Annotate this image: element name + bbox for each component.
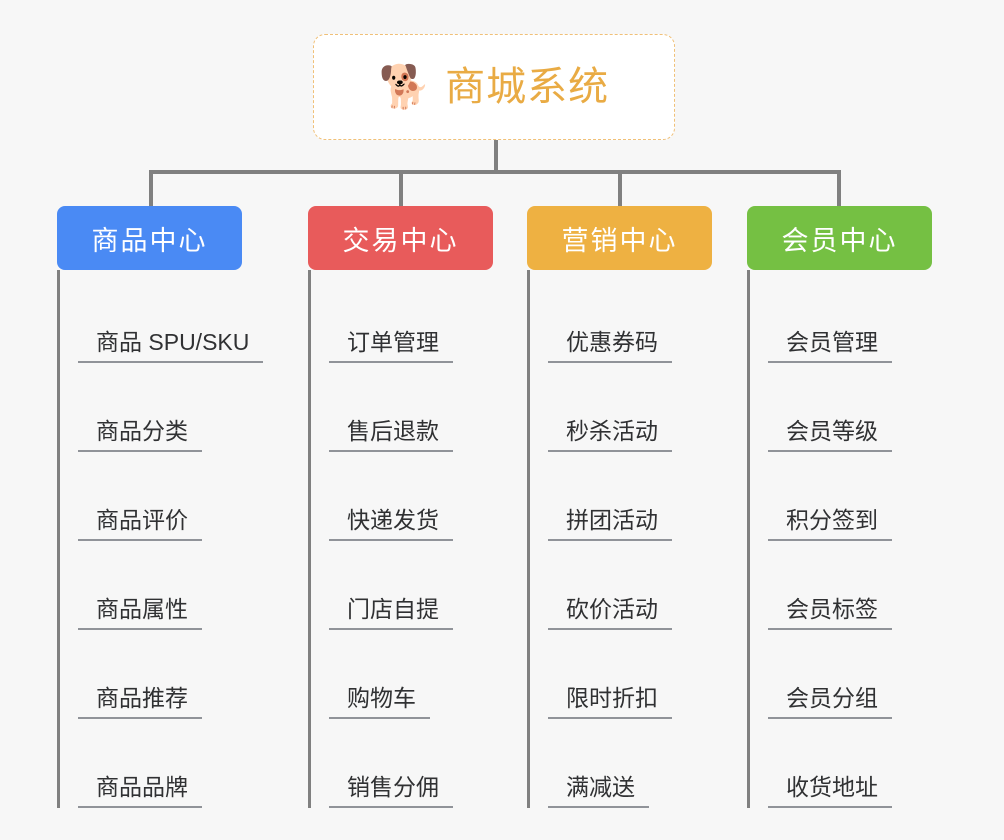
list-item-label: 商品推荐	[78, 685, 202, 719]
category-header-label: 会员中心	[781, 225, 898, 256]
list-item-label: 拼团活动	[548, 507, 672, 541]
list-item[interactable]: 积分签到	[768, 452, 932, 541]
list-item[interactable]: 会员标签	[768, 541, 932, 630]
connector-horizontal-bar	[149, 170, 841, 174]
list-item[interactable]: 商品分类	[78, 363, 263, 452]
connector-root-stem	[494, 140, 498, 172]
category-header-label: 营销中心	[561, 225, 678, 256]
list-item-label: 收货地址	[768, 774, 892, 808]
category-column-marketing: 营销中心 优惠券码 秒杀活动 拼团活动 砍价活动 限时折扣 满减送	[527, 206, 712, 808]
list-item-label: 销售分佣	[329, 774, 453, 808]
list-item[interactable]: 会员等级	[768, 363, 932, 452]
list-item-label: 商品评价	[78, 507, 202, 541]
list-item-label: 会员标签	[768, 596, 892, 630]
category-column-member: 会员中心 会员管理 会员等级 积分签到 会员标签 会员分组 收货地址	[747, 206, 932, 808]
list-item-label: 秒杀活动	[548, 418, 672, 452]
list-item[interactable]: 商品属性	[78, 541, 263, 630]
list-item-label: 商品分类	[78, 418, 202, 452]
list-item[interactable]: 优惠券码	[548, 274, 712, 363]
shiba-dog-face-icon: 🐕	[378, 63, 432, 110]
list-item[interactable]: 商品评价	[78, 452, 263, 541]
root-node[interactable]: 🐕 商城系统	[313, 34, 675, 140]
list-item-label: 商品 SPU/SKU	[78, 329, 264, 363]
category-column-product: 商品中心 商品 SPU/SKU 商品分类 商品评价 商品属性 商品推荐 商品品牌	[57, 206, 264, 808]
list-item-label: 满减送	[548, 774, 649, 808]
root-node-label: 商城系统	[445, 65, 610, 109]
connector-drop-3	[837, 170, 841, 210]
category-items-marketing: 优惠券码 秒杀活动 拼团活动 砍价活动 限时折扣 满减送	[527, 270, 712, 808]
category-header-trade[interactable]: 交易中心	[308, 206, 493, 270]
category-header-member[interactable]: 会员中心	[747, 206, 932, 270]
list-item[interactable]: 收货地址	[768, 719, 932, 808]
category-items-product: 商品 SPU/SKU 商品分类 商品评价 商品属性 商品推荐 商品品牌	[57, 270, 264, 808]
list-item[interactable]: 拼团活动	[548, 452, 712, 541]
list-item[interactable]: 门店自提	[329, 541, 493, 630]
list-item[interactable]: 商品品牌	[78, 719, 263, 808]
list-item[interactable]: 会员管理	[768, 274, 932, 363]
list-item[interactable]: 销售分佣	[329, 719, 493, 808]
list-item-label: 会员等级	[768, 418, 892, 452]
list-item-label: 售后退款	[329, 418, 453, 452]
list-item[interactable]: 满减送	[548, 719, 712, 808]
list-item[interactable]: 售后退款	[329, 363, 493, 452]
category-header-label: 商品中心	[91, 225, 208, 256]
connector-drop-0	[149, 170, 153, 210]
list-item[interactable]: 秒杀活动	[548, 363, 712, 452]
list-item[interactable]: 商品 SPU/SKU	[78, 274, 264, 363]
connector-drop-2	[618, 170, 622, 210]
list-item[interactable]: 快递发货	[329, 452, 493, 541]
list-item-label: 订单管理	[329, 329, 453, 363]
list-item-label: 优惠券码	[548, 329, 672, 363]
list-item[interactable]: 会员分组	[768, 630, 932, 719]
list-item-label: 快递发货	[329, 507, 453, 541]
category-column-trade: 交易中心 订单管理 售后退款 快递发货 门店自提 购物车 销售分佣	[308, 206, 493, 808]
list-item[interactable]: 购物车	[329, 630, 493, 719]
category-items-trade: 订单管理 售后退款 快递发货 门店自提 购物车 销售分佣	[308, 270, 493, 808]
list-item[interactable]: 砍价活动	[548, 541, 712, 630]
list-item-label: 砍价活动	[548, 596, 672, 630]
category-header-label: 交易中心	[342, 225, 459, 256]
category-items-member: 会员管理 会员等级 积分签到 会员标签 会员分组 收货地址	[747, 270, 932, 808]
list-item-label: 商品属性	[78, 596, 202, 630]
list-item-label: 商品品牌	[78, 774, 202, 808]
list-item[interactable]: 订单管理	[329, 274, 493, 363]
connector-drop-1	[399, 170, 403, 210]
list-item-label: 会员管理	[768, 329, 892, 363]
list-item-label: 门店自提	[329, 596, 453, 630]
list-item-label: 购物车	[329, 685, 430, 719]
list-item-label: 积分签到	[768, 507, 892, 541]
list-item[interactable]: 商品推荐	[78, 630, 263, 719]
category-header-product[interactable]: 商品中心	[57, 206, 242, 270]
list-item-label: 会员分组	[768, 685, 892, 719]
list-item-label: 限时折扣	[548, 685, 672, 719]
list-item[interactable]: 限时折扣	[548, 630, 712, 719]
category-header-marketing[interactable]: 营销中心	[527, 206, 712, 270]
